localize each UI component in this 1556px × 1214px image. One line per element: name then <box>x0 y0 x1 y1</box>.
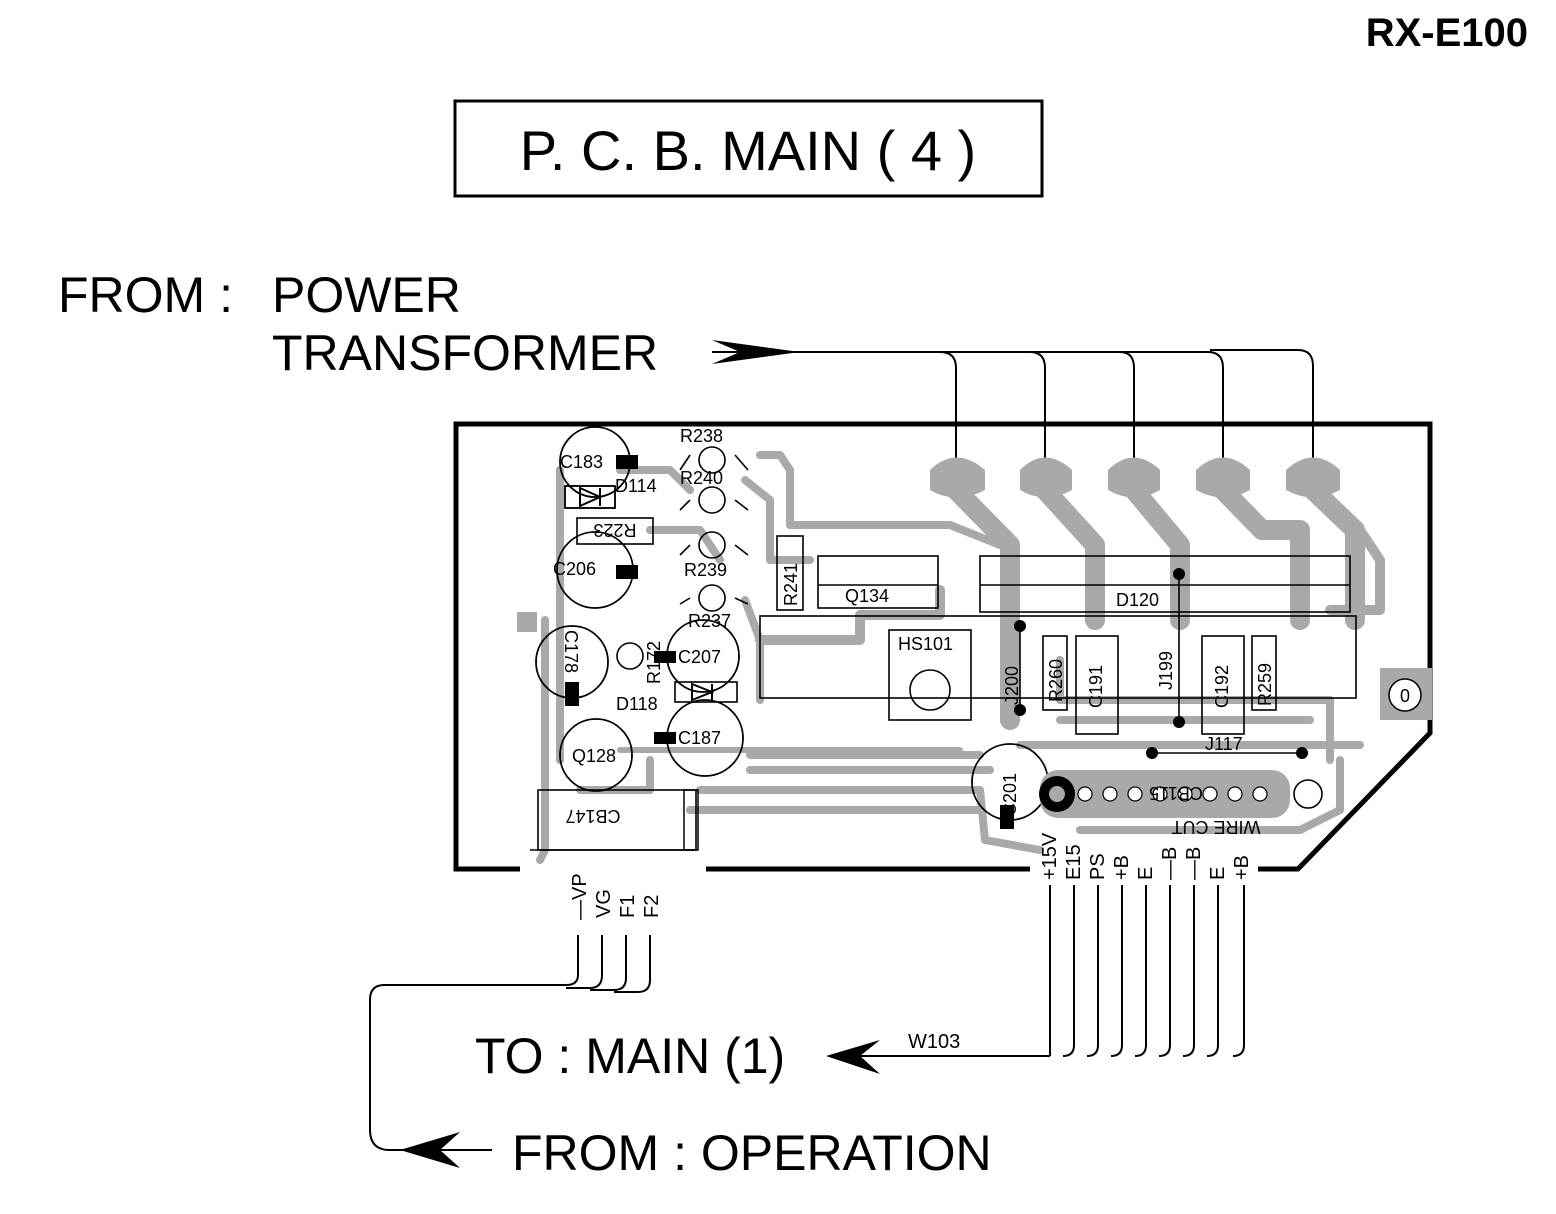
ref-r259: R259 <box>1255 663 1275 706</box>
pin-b-plus-2: +B <box>1231 855 1253 880</box>
ref-d118: D118 <box>616 694 658 714</box>
pin-b-minus-1: —B <box>1159 847 1181 880</box>
ref-d114: D114 <box>615 476 657 496</box>
ref-hs101: HS101 <box>898 634 953 654</box>
mount-zero-mark: 0 <box>1400 686 1410 706</box>
ref-d120: D120 <box>1116 590 1159 610</box>
components: C183 D114 R223 C206 R238 R240 R239 R237 … <box>530 426 1422 851</box>
wire-ref-w103: W103 <box>908 1031 960 1053</box>
ref-cb115: CB115 <box>1149 783 1203 803</box>
pin-vg: VG <box>593 889 615 918</box>
pin-e-2: E <box>1207 867 1229 880</box>
ref-c207: C207 <box>678 647 721 667</box>
ref-j200: J200 <box>1002 666 1022 705</box>
ref-c187: C187 <box>678 728 721 748</box>
page-title: P. C. B. MAIN ( 4 ) <box>520 119 976 182</box>
ref-c192: C192 <box>1212 665 1232 708</box>
pin-ps: PS <box>1087 853 1109 880</box>
ref-c206: C206 <box>553 559 596 579</box>
ref-r240: R240 <box>680 468 723 488</box>
ref-j117: J117 <box>1205 734 1243 754</box>
operation-wire-bundle <box>369 935 651 1168</box>
ref-q128: Q128 <box>572 746 616 766</box>
title-box <box>453 99 1044 198</box>
model-number: RX-E100 <box>1366 11 1528 55</box>
pin-vp: —VP <box>569 873 591 920</box>
ref-r260: R260 <box>1046 659 1066 702</box>
ref-c191: C191 <box>1086 665 1106 708</box>
ref-r241: R241 <box>781 563 801 606</box>
label-power: POWER <box>272 267 461 323</box>
label-transformer: TRANSFORMER <box>272 325 658 381</box>
ref-j199: J199 <box>1156 651 1176 690</box>
wire-cut-label: WIRE CUT <box>1172 817 1261 837</box>
right-connector-pins: +15V E15 PS +B E —B —B E +B <box>1039 832 1253 880</box>
label-from-power: FROM : <box>58 267 233 323</box>
pin-15v: +15V <box>1039 832 1061 880</box>
main-wire-bundle <box>826 885 1245 1074</box>
pcb-outline <box>453 421 1433 872</box>
label-from-operation: FROM : OPERATION <box>512 1125 992 1181</box>
ref-c183: C183 <box>560 452 603 472</box>
pin-b-plus-1: +B <box>1111 855 1133 880</box>
pin-f2: F2 <box>641 895 663 918</box>
pin-e-1: E <box>1135 867 1157 880</box>
ref-q134: Q134 <box>845 586 889 606</box>
transformer-wires <box>712 340 1314 482</box>
pin-e15: E15 <box>1063 844 1085 880</box>
ref-r238: R238 <box>680 426 723 446</box>
ref-cb147: CB147 <box>565 806 620 826</box>
ref-r239: R239 <box>684 560 727 580</box>
ref-c178: C178 <box>561 630 581 673</box>
copper-traces <box>517 451 1432 864</box>
ref-c201: C201 <box>1000 773 1020 816</box>
left-connector-pins: —VP VG F1 F2 <box>569 873 663 920</box>
pin-b-minus-2: —B <box>1183 847 1205 880</box>
ref-r223: R223 <box>593 520 636 540</box>
pin-f1: F1 <box>617 895 639 918</box>
label-to-main: TO : MAIN (1) <box>475 1028 785 1084</box>
